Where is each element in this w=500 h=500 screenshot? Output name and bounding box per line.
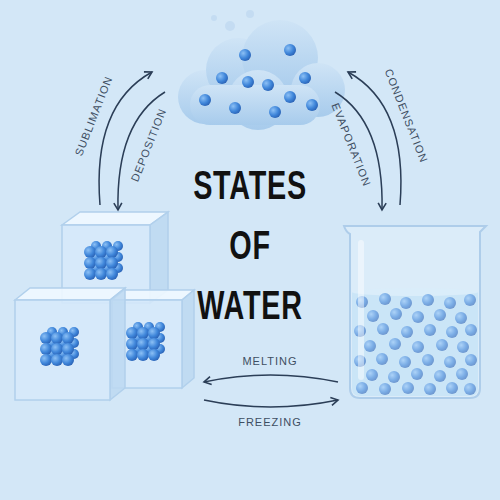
ice-cubes	[15, 212, 194, 400]
vapor-cloud	[178, 10, 345, 130]
process-label: FREEZING	[238, 416, 302, 429]
vapor-molecules	[199, 44, 318, 118]
melting-arrow	[204, 375, 338, 382]
process-label: DEPOSITION	[129, 106, 170, 183]
ice-cube	[15, 288, 125, 400]
process-label: EVAPORATION	[329, 101, 374, 188]
diagram-title: STATES OF WATER	[193, 155, 307, 335]
beaker	[344, 226, 486, 398]
process-label: SUBLIMATION	[72, 74, 115, 158]
process-label: MELTING	[242, 355, 297, 368]
freezing-arrow	[204, 400, 338, 407]
